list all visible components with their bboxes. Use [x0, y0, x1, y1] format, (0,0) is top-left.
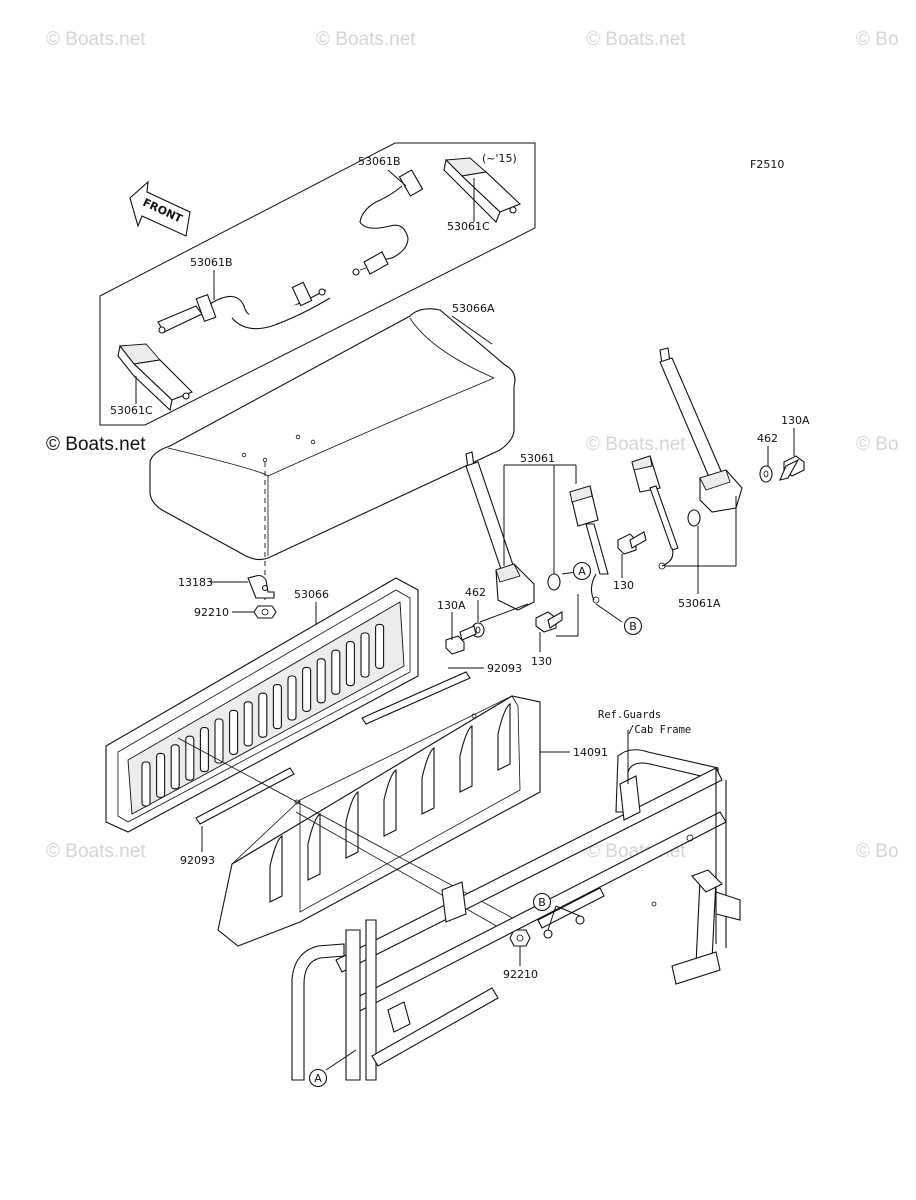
seat-back-vent-slot [345, 641, 355, 687]
label-53061C-left: 53061C [110, 404, 153, 417]
rear-panel-rib [307, 812, 321, 881]
front-arrow-icon: FRONT [129, 180, 191, 237]
label-130A-left: 130A [437, 599, 466, 612]
seat-back-vent-slot [375, 623, 385, 669]
callout-A-bottom: A [308, 1068, 328, 1088]
callout-A-letter: A [578, 565, 586, 578]
rear-panel-rib [497, 702, 511, 771]
callout-A-letter: A [314, 1072, 322, 1085]
seat-back-vent-slot [141, 761, 151, 807]
callout-B-letter: B [629, 620, 637, 633]
label-ref-cab-frame: /Cab Frame [628, 724, 691, 736]
cab-frame [291, 749, 741, 1081]
rear-panel-rib [421, 746, 435, 815]
seat-back-vent-slot [316, 658, 326, 704]
label-92093-bottom: 92093 [180, 854, 215, 867]
rod-92093-top [361, 671, 471, 725]
label-92210-frame: 92210 [503, 968, 538, 981]
seat-back-vent-slot [199, 727, 209, 773]
watermark-faint-cut: © Bo [856, 29, 899, 50]
label-130-right: 130 [613, 579, 634, 592]
seat-back-vent-slot [272, 684, 282, 730]
watermark-faint: © Boats.net [586, 434, 686, 455]
seat-back-vent-slot [360, 632, 370, 678]
bolt-130A-left [445, 625, 477, 655]
label-53061B-top: 53061B [358, 155, 401, 168]
label-92210-seat: 92210 [194, 606, 229, 619]
bolt-130-mid [535, 611, 563, 633]
label-462-left: 462 [465, 586, 486, 599]
watermark-faint-cut: © Bo [856, 434, 899, 455]
clip-13183 [247, 574, 275, 599]
label-13183: 13183 [178, 576, 213, 589]
label-53061: 53061 [520, 452, 555, 465]
rear-panel-rib [269, 834, 283, 903]
part-labels: 53061B 53061C 53061B 53061C 53066A 53061… [110, 155, 810, 981]
buckle-top [443, 157, 522, 223]
watermark-faint: © Boats.net [46, 841, 146, 862]
label-130-mid: 130 [531, 655, 552, 668]
seat-back-vent-slot [331, 649, 341, 695]
inset-condition: (~'15) [482, 152, 517, 165]
buckle-right [631, 455, 679, 570]
callout-B-top: B [623, 616, 643, 636]
rod-92093-bottom [195, 767, 295, 825]
label-92093-top: 92093 [487, 662, 522, 675]
rear-panel-rib [345, 790, 359, 859]
bolt-130A-right [779, 455, 805, 481]
watermark-faint: © Boats.net [586, 29, 686, 50]
washer-53061A [687, 509, 701, 527]
seat-back-vent-slot [302, 666, 312, 712]
inset-frame: (~'15) [99, 142, 536, 426]
watermark-faint: © Boats.net [316, 29, 416, 50]
rear-panel-ribs [269, 702, 511, 903]
watermark-row-lower: © Boats.net © Boats.net © Boats.net © Bo [46, 841, 899, 862]
watermark-main: © Boats.net [46, 434, 146, 455]
callout-B-bottom: B [532, 892, 552, 912]
label-130A-right: 130A [781, 414, 810, 427]
buckle-center [569, 485, 609, 604]
watermark-faint-cut: © Bo [856, 841, 899, 862]
seat-cushion [149, 308, 516, 561]
seat-back-vent-slot [185, 735, 195, 781]
seat-back-vent-slot [229, 709, 239, 755]
watermark-faint: © Boats.net [46, 29, 146, 50]
label-53061B-left: 53061B [190, 256, 233, 269]
rear-panel-rib [383, 768, 397, 837]
callout-A-top: A [572, 561, 592, 581]
callout-B-letter: B [538, 896, 546, 909]
seat-belt-retractor-right [659, 347, 743, 513]
label-53061A: 53061A [678, 597, 721, 610]
seat-back-vents [141, 623, 385, 807]
seat-back-vent-slot [287, 675, 297, 721]
nut-92210-seat [253, 605, 277, 619]
seat-back-vent-slot [170, 744, 180, 790]
bolt-130-right [617, 531, 647, 555]
seat-back-vent-slot [243, 701, 253, 747]
leader-lines [135, 169, 795, 1071]
nut-92210-frame [509, 929, 531, 947]
label-53061C-top: 53061C [447, 220, 490, 233]
watermark-row-top: © Boats.net © Boats.net © Boats.net © Bo [46, 29, 899, 50]
label-14091: 14091 [573, 746, 608, 759]
rear-panel-rib [459, 724, 473, 793]
label-53066A: 53066A [452, 302, 495, 315]
belt-strap-left [157, 281, 331, 334]
seat-belt-retractor-center [465, 451, 535, 611]
label-462-right: 462 [757, 432, 778, 445]
buckle-left [117, 343, 193, 412]
washer-462-right [759, 465, 773, 483]
label-ref-guards: Ref.Guards [598, 709, 661, 721]
figure-code: F2510 [750, 158, 784, 171]
washer-center [547, 573, 561, 591]
label-53066: 53066 [294, 588, 329, 601]
seat-back-vent-slot [258, 692, 268, 738]
belt-strap-top [352, 169, 424, 276]
seat-back-vent-slot [214, 718, 224, 764]
seat-back-vent-slot [156, 752, 166, 798]
